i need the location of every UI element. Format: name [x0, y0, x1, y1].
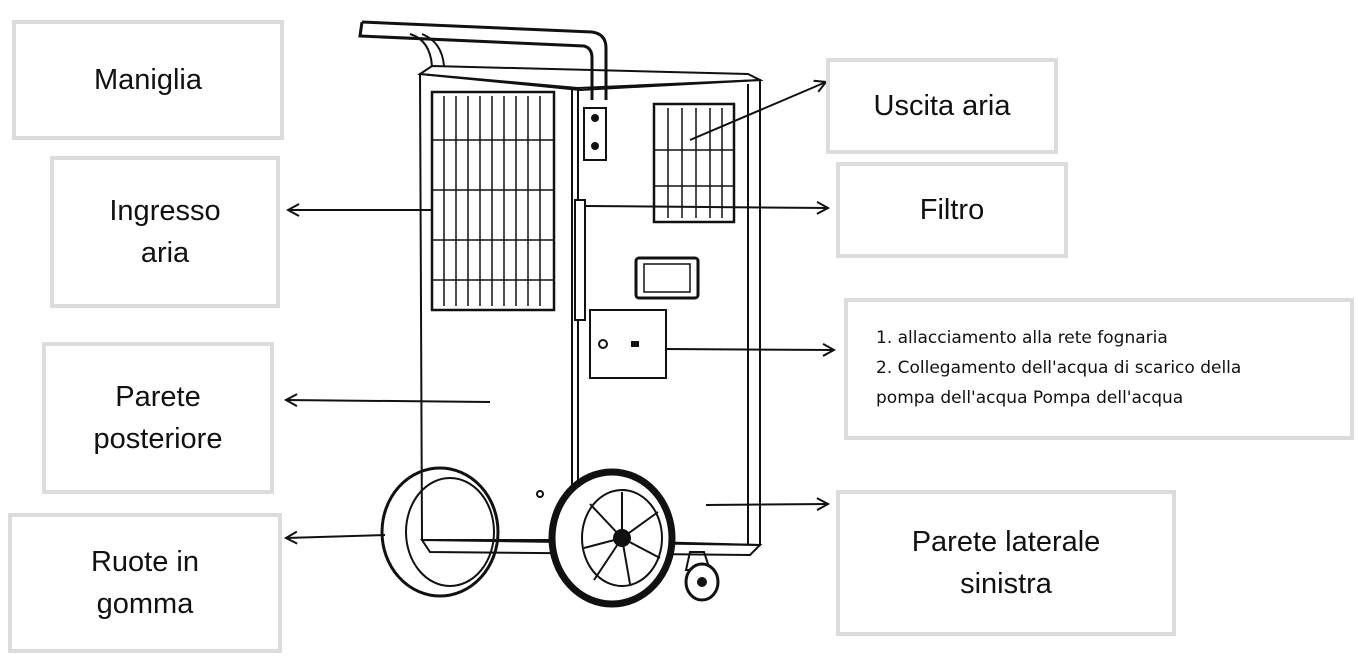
label-rubber-wheels-text: Ruote in gomma	[90, 545, 199, 620]
control-panel	[634, 256, 700, 300]
label-filter-text: Filtro	[919, 193, 985, 226]
label-rubber-wheels: Ruote in gomma	[8, 513, 282, 653]
label-filter: Filtro	[836, 162, 1068, 258]
label-air-outlet: Uscita aria	[826, 58, 1058, 154]
front-wheel	[548, 468, 676, 608]
arrow-filter	[585, 206, 828, 208]
arrow-rubber-wheels	[286, 535, 386, 538]
arrow-air-outlet	[689, 82, 826, 141]
label-air-inlet: Ingresso aria	[50, 156, 280, 308]
label-connections-text: 1. allacciamento alla rete fognaria 2. C…	[876, 328, 1242, 408]
dehumidifier-illustration	[358, 20, 764, 608]
label-back-wall-text: Parete posteriore	[93, 380, 223, 455]
rear-wheel	[380, 466, 500, 598]
handle-bar	[361, 20, 608, 100]
label-left-side-wall-text: Parete laterale sinistra	[911, 525, 1101, 600]
arrow-connections	[665, 349, 834, 350]
caster-wheel	[684, 551, 720, 602]
label-handle: Maniglia	[12, 20, 284, 140]
leader-arrows	[286, 82, 834, 538]
label-handle-text: Maniglia	[94, 63, 202, 96]
drain-connection-plate	[589, 309, 667, 379]
label-air-inlet-text: Ingresso aria	[109, 194, 221, 269]
label-air-outlet-text: Uscita aria	[873, 89, 1011, 122]
label-back-wall: Parete posteriore	[42, 342, 274, 494]
air-outlet-grille	[652, 102, 736, 224]
arrow-back-wall	[286, 400, 491, 402]
arrow-left-side-wall	[705, 504, 828, 505]
label-connections: 1. allacciamento alla rete fognaria 2. C…	[844, 298, 1354, 440]
label-left-side-wall: Parete laterale sinistra	[836, 490, 1176, 636]
air-inlet-grille	[430, 90, 556, 312]
